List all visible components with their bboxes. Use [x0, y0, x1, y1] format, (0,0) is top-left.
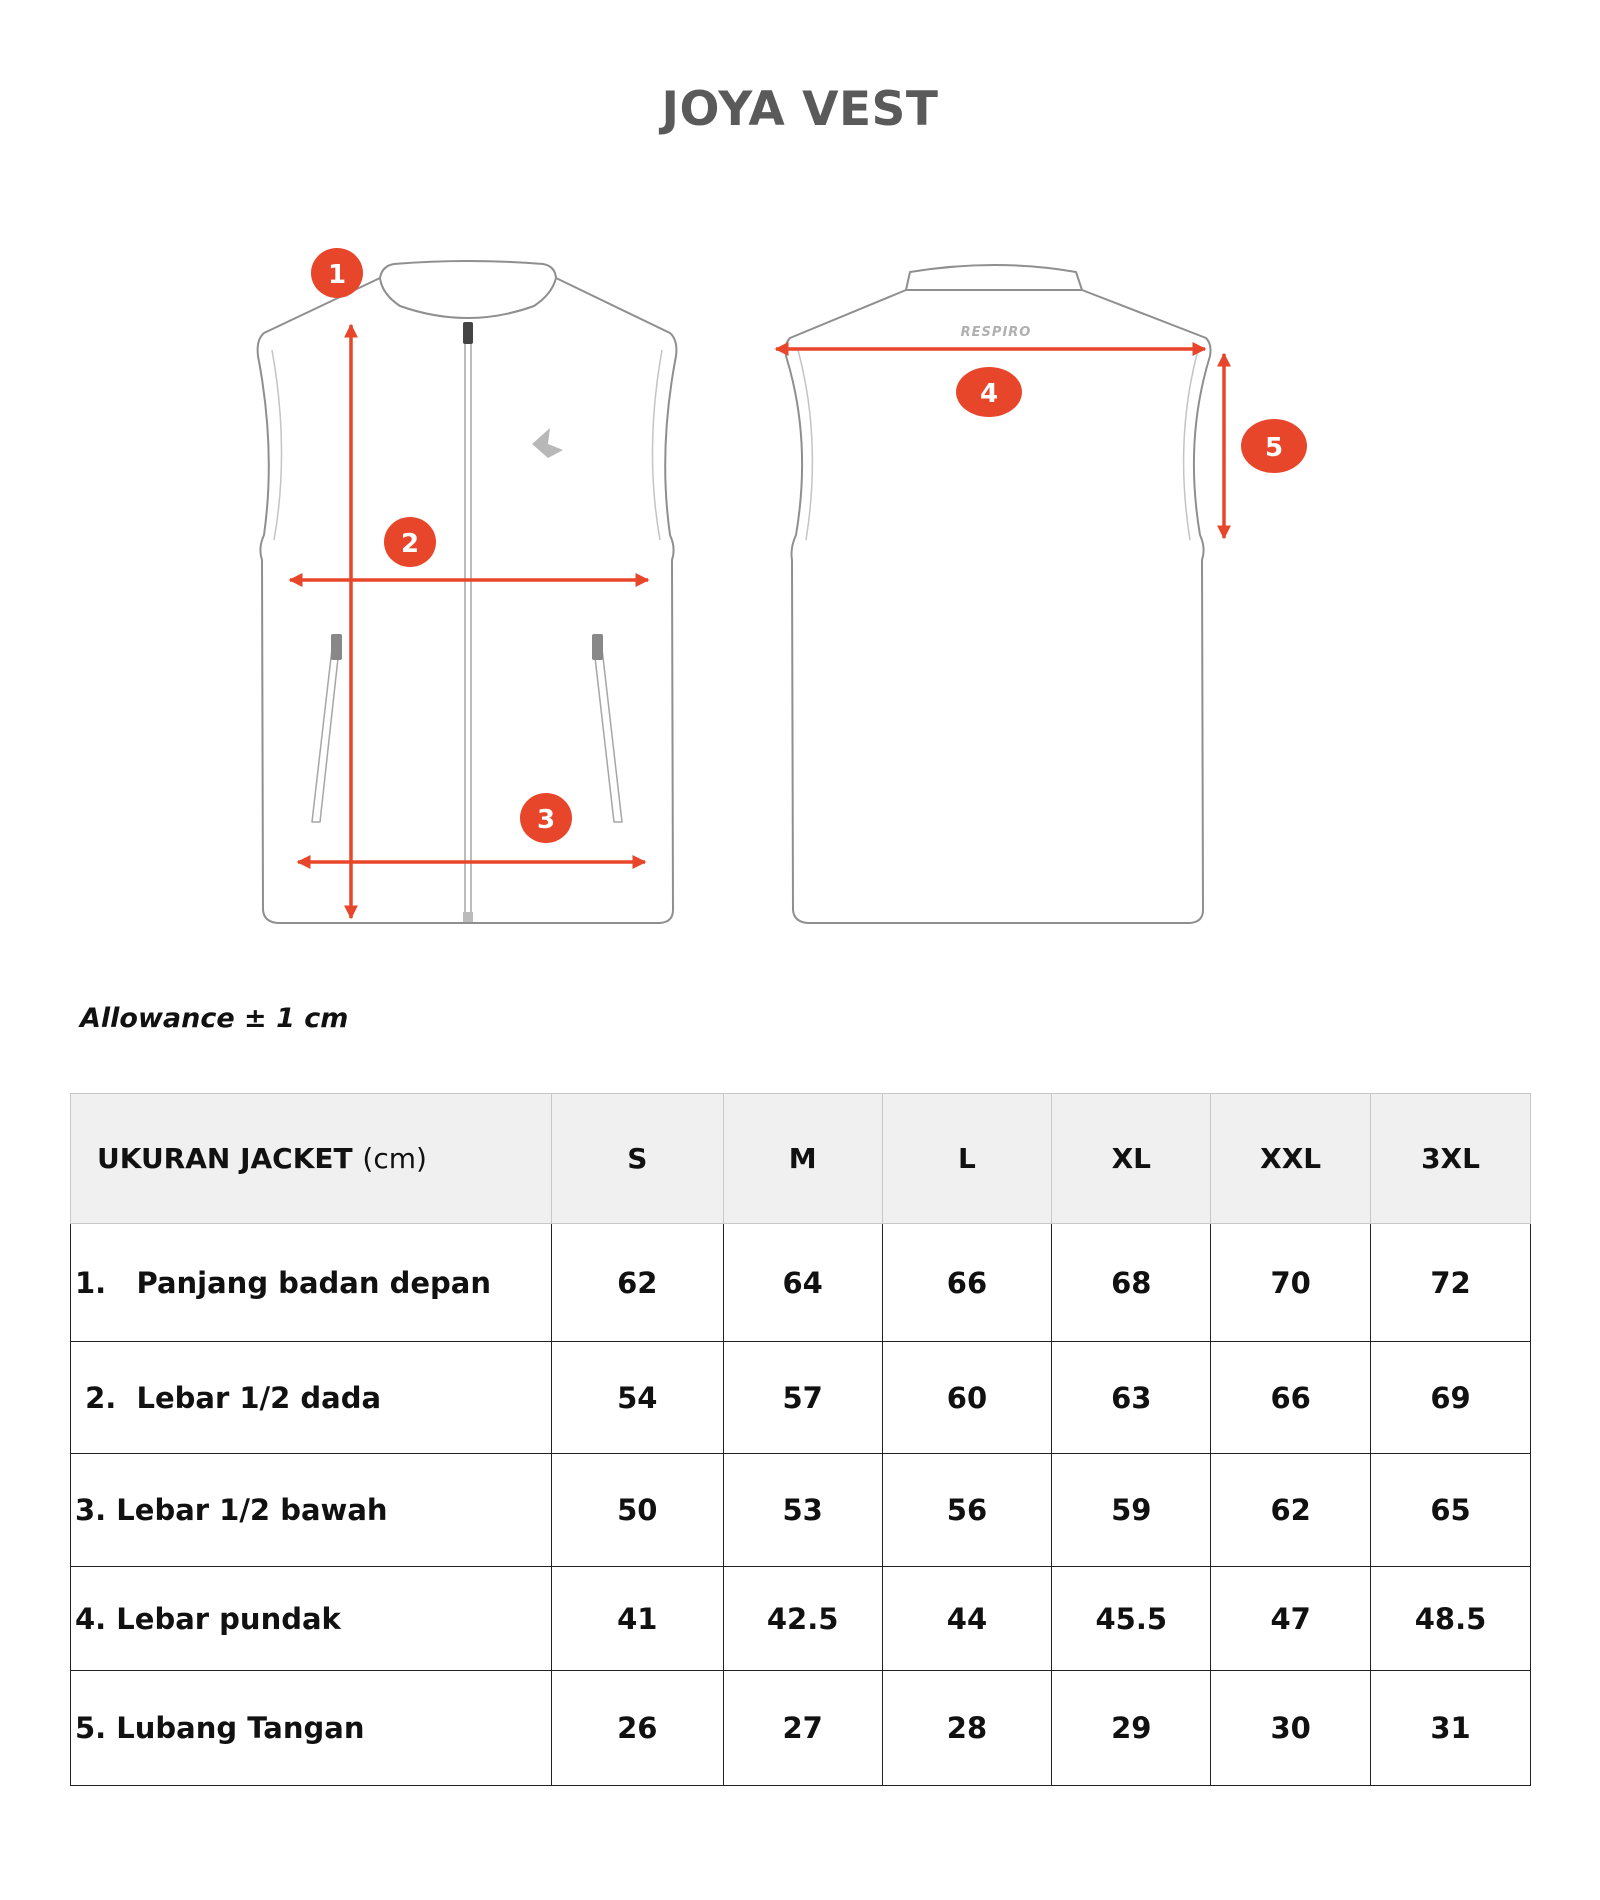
table-cell: 66 [881, 1223, 1053, 1342]
table-row: 5. Lubang Tangan 26 27 28 29 30 31 [70, 1670, 1531, 1786]
allowance-note: Allowance ± 1 cm [80, 1003, 349, 1034]
row-label: 1. Panjang badan depan [70, 1223, 552, 1342]
table-row: 1. Panjang badan depan 62 64 66 68 70 72 [70, 1223, 1531, 1342]
table-cell: 53 [722, 1453, 883, 1567]
table-cell: 64 [722, 1223, 883, 1342]
table-cell: 27 [722, 1670, 883, 1786]
table-cell: 72 [1370, 1223, 1531, 1342]
table-cell: 31 [1370, 1670, 1531, 1786]
vest-measurement-diagram: RESPIRO 1 2 3 4 5 [256, 248, 1307, 924]
svg-text:5: 5 [1265, 433, 1283, 463]
table-cell: 62 [1210, 1453, 1372, 1567]
table-cell: 60 [881, 1341, 1053, 1454]
measurement-arrows [288, 323, 1231, 920]
table-cell: 28 [881, 1670, 1053, 1786]
table-cell: 41 [550, 1566, 724, 1671]
vest-front [256, 260, 678, 924]
header-size-3xl: 3XL [1370, 1093, 1531, 1224]
header-size-m: M [722, 1093, 883, 1224]
header-size-s: S [550, 1093, 724, 1224]
header-size-xxl: XXL [1210, 1093, 1372, 1224]
table-cell: 48.5 [1370, 1566, 1531, 1671]
back-brand-text: RESPIRO [961, 325, 1032, 340]
table-cell: 63 [1051, 1341, 1212, 1454]
table-cell: 69 [1370, 1341, 1531, 1454]
svg-text:4: 4 [980, 379, 998, 409]
svg-text:2: 2 [401, 529, 419, 559]
marker-3: 3 [520, 793, 572, 843]
marker-2: 2 [384, 517, 436, 567]
marker-4: 4 [956, 367, 1022, 417]
table-cell: 54 [550, 1341, 724, 1454]
table-row: 2. Lebar 1/2 dada 54 57 60 63 66 69 [70, 1341, 1531, 1454]
table-cell: 26 [550, 1670, 724, 1786]
size-chart-table: UKURAN JACKET (cm) S M L XL XXL 3XL 1. P… [70, 1093, 1531, 1786]
table-cell: 65 [1370, 1453, 1531, 1567]
table-cell: 57 [722, 1341, 883, 1454]
row-label: 2. Lebar 1/2 dada [70, 1341, 552, 1454]
table-cell: 45.5 [1051, 1566, 1212, 1671]
table-cell: 29 [1051, 1670, 1212, 1786]
table-cell: 44 [881, 1566, 1053, 1671]
row-label: 4. Lebar pundak [70, 1566, 552, 1671]
header-size-l: L [881, 1093, 1053, 1224]
table-row: 4. Lebar pundak 41 42.5 44 45.5 47 48.5 [70, 1566, 1531, 1671]
table-cell: 68 [1051, 1223, 1212, 1342]
header-unit: (cm) [362, 1142, 427, 1175]
header-label: UKURAN JACKET (cm) [70, 1093, 552, 1224]
table-cell: 50 [550, 1453, 724, 1567]
marker-5: 5 [1241, 419, 1307, 473]
table-cell: 56 [881, 1453, 1053, 1567]
brand-logo-icon [532, 428, 563, 458]
table-cell: 47 [1210, 1566, 1372, 1671]
table-cell: 42.5 [722, 1566, 883, 1671]
row-label: 5. Lubang Tangan [70, 1670, 552, 1786]
table-header-row: UKURAN JACKET (cm) S M L XL XXL 3XL [70, 1093, 1531, 1224]
header-size-xl: XL [1051, 1093, 1212, 1224]
page-title: JOYA VEST [661, 82, 939, 137]
table-cell: 59 [1051, 1453, 1212, 1567]
row-label: 3. Lebar 1/2 bawah [70, 1453, 552, 1567]
table-cell: 62 [550, 1223, 724, 1342]
svg-text:3: 3 [537, 805, 555, 835]
vest-back [784, 264, 1212, 924]
svg-text:1: 1 [328, 260, 346, 290]
marker-1: 1 [311, 248, 363, 298]
table-cell: 66 [1210, 1341, 1372, 1454]
table-cell: 30 [1210, 1670, 1372, 1786]
table-cell: 70 [1210, 1223, 1372, 1342]
table-row: 3. Lebar 1/2 bawah 50 53 56 59 62 65 [70, 1453, 1531, 1567]
